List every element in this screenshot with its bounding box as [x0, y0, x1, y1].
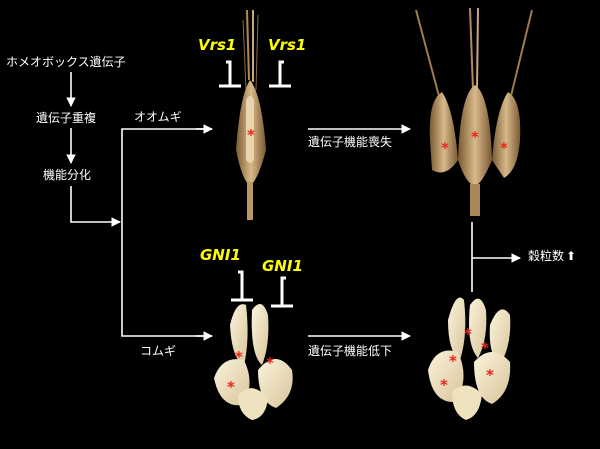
- marker: *: [500, 139, 508, 157]
- marker: *: [440, 376, 448, 394]
- marker: *: [486, 366, 494, 384]
- label-homeobox-gene: ホメオボックス遺伝子: [6, 55, 126, 69]
- gene-vrs1-right: Vrs1: [268, 36, 307, 54]
- high-yield-wheat-image: [428, 297, 511, 420]
- six-row-barley-image: [415, 7, 533, 216]
- wheat-spike-image: [214, 304, 293, 420]
- grain-markers: * * * * * * * * * * * *: [227, 126, 508, 396]
- label-gene-duplication: 遺伝子重複: [36, 111, 97, 125]
- label-loss-of-function: 遺伝子機能喪失: [308, 135, 393, 149]
- inhibition-symbols: [219, 60, 293, 308]
- gene-vrs1-left: Vrs1: [198, 36, 237, 54]
- gene-gni1-left: GNI1: [200, 246, 241, 264]
- marker: *: [266, 354, 274, 372]
- marker: *: [441, 139, 449, 157]
- label-reduced-function: 遺伝子機能低下: [308, 344, 393, 358]
- label-functional-diversification: 機能分化: [43, 168, 92, 182]
- marker: *: [481, 339, 489, 357]
- marker: *: [471, 128, 479, 146]
- marker: *: [235, 348, 243, 366]
- barley-spike-image: [236, 9, 266, 220]
- label-wheat: コムギ: [140, 344, 177, 358]
- label-barley: オオムギ: [134, 110, 182, 124]
- label-grain-number-increase: 穀粒数⬆: [528, 250, 576, 262]
- gene-gni1-right: GNI1: [262, 257, 303, 275]
- flow-arrows: [66, 72, 521, 341]
- marker: *: [227, 378, 235, 396]
- marker: *: [449, 352, 457, 370]
- marker: *: [247, 126, 255, 144]
- up-arrow-icon: ⬆: [566, 249, 577, 263]
- marker: *: [464, 325, 472, 343]
- grain-number-text: 穀粒数: [528, 249, 565, 263]
